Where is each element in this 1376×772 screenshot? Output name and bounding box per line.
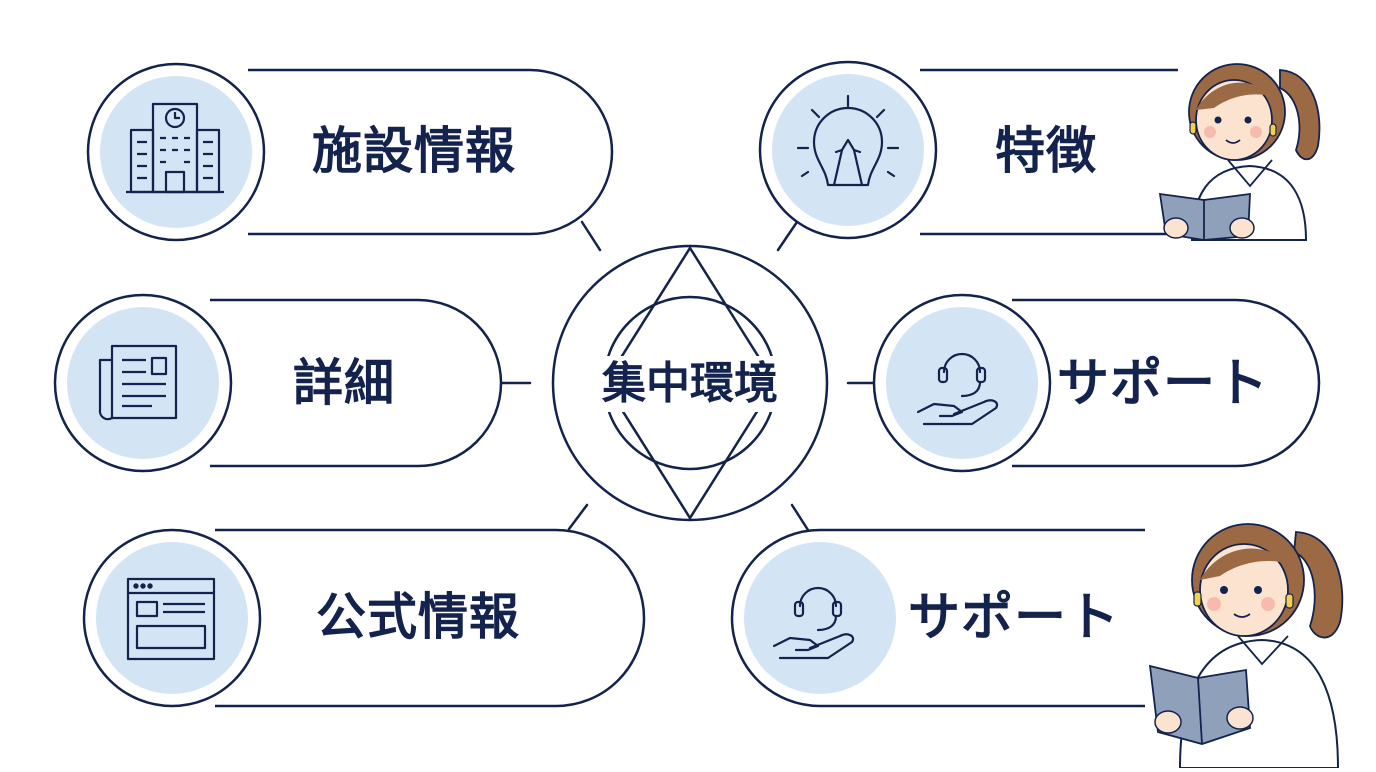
pill-support-2-cap [730, 528, 821, 708]
pill-features [920, 68, 1178, 236]
node-facility-info [86, 62, 614, 242]
label-support-1: サポート [1057, 354, 1270, 414]
icon-disc-support-1 [886, 307, 1038, 459]
pill-support-1 [1012, 298, 1321, 468]
connector-official-info [567, 503, 589, 531]
connectors [498, 220, 877, 532]
connector-facility-info [580, 220, 602, 252]
headset-hand-icon [772, 586, 855, 660]
node-details [53, 293, 503, 473]
node-support-2 [730, 528, 1145, 708]
label-facility-info: 施設情報 [312, 122, 516, 180]
connector-features [776, 220, 799, 252]
label-details: 詳細 [293, 354, 395, 412]
connector-support-2 [790, 503, 810, 532]
node-official-info [82, 528, 646, 708]
girl-reading-illustration-top [1158, 63, 1321, 241]
pill-official-info [215, 528, 646, 708]
girl-reading-illustration-bottom [1148, 523, 1344, 769]
node-support-1 [872, 293, 1321, 473]
node-features [758, 60, 1178, 240]
center-label: 集中環境 [602, 358, 778, 409]
label-official-info: 公式情報 [316, 588, 520, 646]
pill-details [210, 298, 503, 468]
pill-support-2 [820, 528, 1145, 708]
center-diamond [603, 245, 777, 521]
icon-disc-support-2 [744, 542, 896, 694]
label-support-2: サポート [908, 588, 1121, 648]
icon-disc-official-info [96, 542, 248, 694]
browser-window-icon [126, 577, 216, 661]
icon-disc-facility-info [100, 76, 252, 228]
icon-disc-features [772, 74, 924, 226]
center-label-backdrop [562, 356, 818, 412]
headset-hand-icon [916, 352, 999, 426]
newspaper-icon [98, 344, 178, 421]
lightbulb-icon [796, 94, 900, 187]
building-clock-icon [126, 102, 224, 194]
label-features: 特徴 [995, 122, 1097, 180]
pill-facility-info [248, 68, 614, 236]
